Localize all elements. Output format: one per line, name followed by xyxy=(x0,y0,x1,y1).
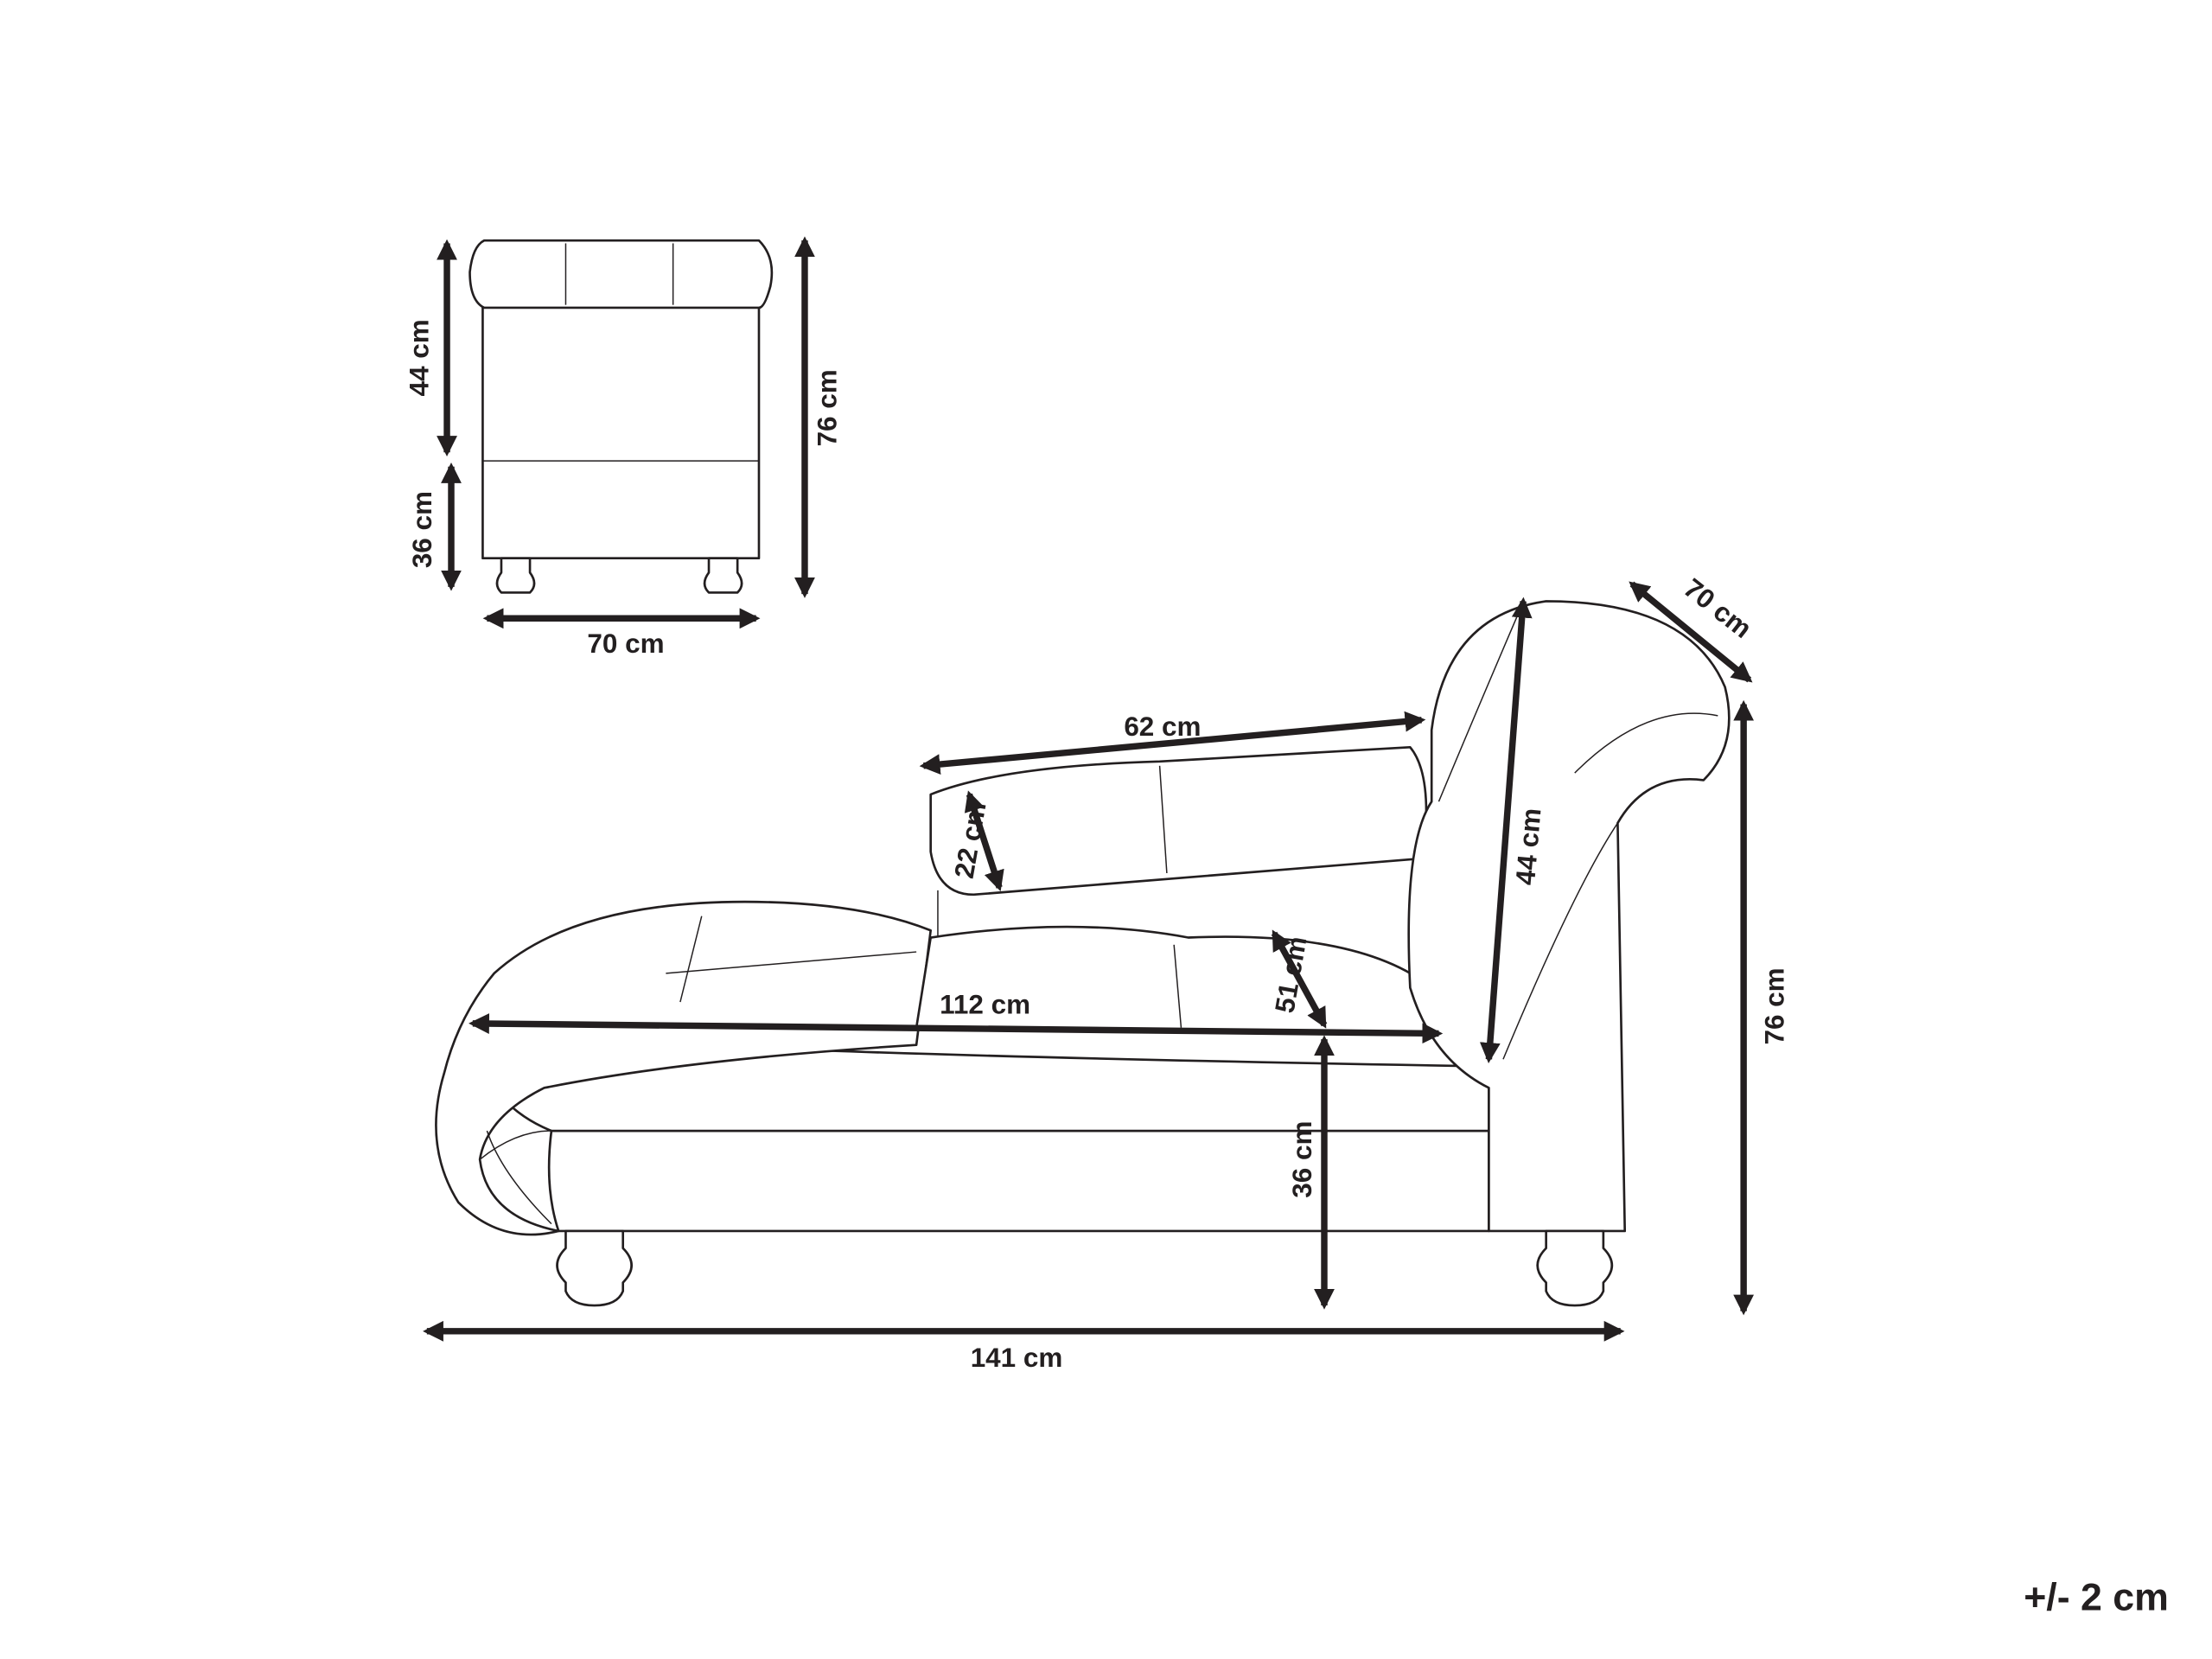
depth-arrow xyxy=(1629,581,1753,683)
front-total-height-label: 76 cm xyxy=(812,369,842,446)
seat-length-label: 112 cm xyxy=(940,989,1030,1019)
backrest-gap-arrow xyxy=(1271,929,1328,1029)
front-seat-height-label: 36 cm xyxy=(407,491,437,568)
total-length-label: 141 cm xyxy=(971,1343,1063,1373)
cushion-length-arrow xyxy=(919,711,1426,775)
front-back-height-label: 44 cm xyxy=(405,319,435,396)
side-back-height-label: 44 cm xyxy=(1510,807,1547,886)
tolerance-note: +/- 2 cm xyxy=(2024,1577,2169,1619)
cushion-length-label: 62 cm xyxy=(1124,711,1201,742)
side-view-drawing xyxy=(435,600,1731,1307)
cushion-height-arrow xyxy=(964,790,1004,892)
seat-length-arrow xyxy=(469,1013,1444,1044)
side-seat-height-label: 36 cm xyxy=(1287,1121,1317,1198)
side-back-height-arrow xyxy=(1479,597,1533,1064)
front-view-drawing xyxy=(469,239,774,594)
side-total-height-label: 76 cm xyxy=(1759,967,1789,1044)
front-width-label: 70 cm xyxy=(587,629,664,659)
front-dimensions: 44 cm 36 cm 76 cm 70 cm xyxy=(405,236,842,659)
